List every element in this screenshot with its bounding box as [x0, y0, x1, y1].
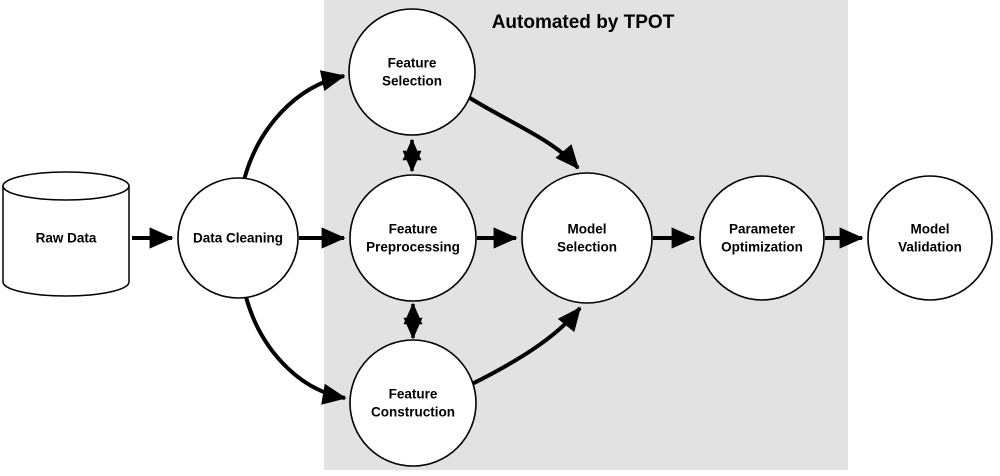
node-feature-preprocessing[interactable]: Feature Preprocessing	[349, 174, 477, 302]
node-feature-construction[interactable]: Feature Construction	[349, 339, 477, 467]
node-raw-data[interactable]: Raw Data	[2, 171, 130, 297]
node-label-model-validation-line2: Validation	[898, 240, 962, 255]
node-label-data-cleaning: Data Cleaning	[193, 231, 283, 246]
edge-datacleaning-featureselection	[242, 70, 346, 181]
region-title: Automated by TPOT	[492, 12, 675, 33]
node-label-feature-selection-line1: Feature	[388, 56, 437, 71]
node-model-validation[interactable]: Model Validation	[867, 175, 993, 301]
node-parameter-optimization[interactable]: Parameter Optimization	[699, 175, 825, 301]
node-label-feature-construction-line2: Construction	[371, 405, 455, 420]
edge-featureconstruction-modelselection	[469, 306, 582, 387]
node-label-model-selection-line2: Selection	[557, 240, 617, 255]
node-feature-selection[interactable]: Feature Selection	[348, 8, 476, 136]
node-label-feature-preprocessing-line1: Feature	[389, 222, 438, 237]
node-label-parameter-optimization-line1: Parameter	[729, 222, 796, 237]
node-label-raw-data: Raw Data	[36, 231, 97, 246]
node-label-model-validation-line1: Model	[911, 222, 950, 237]
node-model-selection[interactable]: Model Selection	[521, 172, 653, 304]
node-label-feature-preprocessing-line2: Preprocessing	[366, 240, 460, 255]
node-label-feature-construction-line1: Feature	[389, 387, 438, 402]
node-label-model-selection-line1: Model	[568, 222, 607, 237]
node-data-cleaning[interactable]: Data Cleaning	[177, 177, 299, 299]
edge-featureselection-modelselection	[468, 96, 580, 170]
edge-datacleaning-featureconstruction	[244, 296, 347, 405]
node-label-parameter-optimization-line2: Optimization	[721, 240, 803, 255]
node-label-feature-selection-line2: Selection	[382, 74, 442, 89]
